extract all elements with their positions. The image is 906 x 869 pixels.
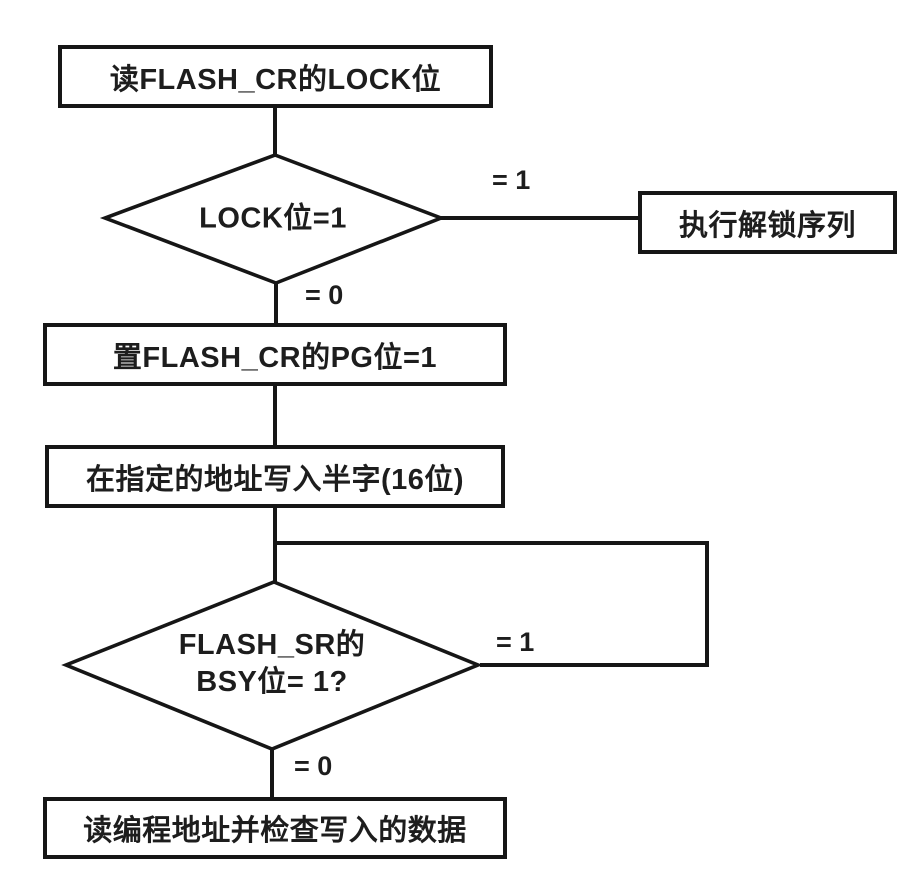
process-box-set-pg: 置FLASH_CR的PG位=1: [43, 323, 507, 386]
edge-label-bsy-eq1: = 1: [496, 627, 535, 657]
process-box-write-halfword: 在指定的地址写入半字(16位): [45, 445, 505, 508]
connector-bsy-loop: [275, 541, 709, 667]
decision-diamond-bsy-shape: [61, 580, 483, 751]
decision-label-bsy: FLASH_SR的 BSY位= 1?: [179, 627, 366, 701]
process-box-read-lock: 读FLASH_CR的LOCK位: [58, 45, 493, 108]
decision-diamond-lock-shape: [99, 153, 446, 285]
edge-label-bsy-eq0: = 0: [294, 751, 333, 781]
decision-label-bsy-line2: BSY位= 1?: [196, 666, 348, 698]
edge-label-lock-eq0: = 0: [305, 280, 344, 310]
decision-label-lock: LOCK位=1: [199, 202, 347, 235]
decision-label-bsy-line1: FLASH_SR的: [178, 629, 366, 661]
process-box-verify-data: 读编程地址并检查写入的数据: [43, 797, 507, 859]
process-box-unlock-sequence: 执行解锁序列: [638, 191, 897, 254]
edge-label-lock-eq1: = 1: [492, 165, 531, 195]
